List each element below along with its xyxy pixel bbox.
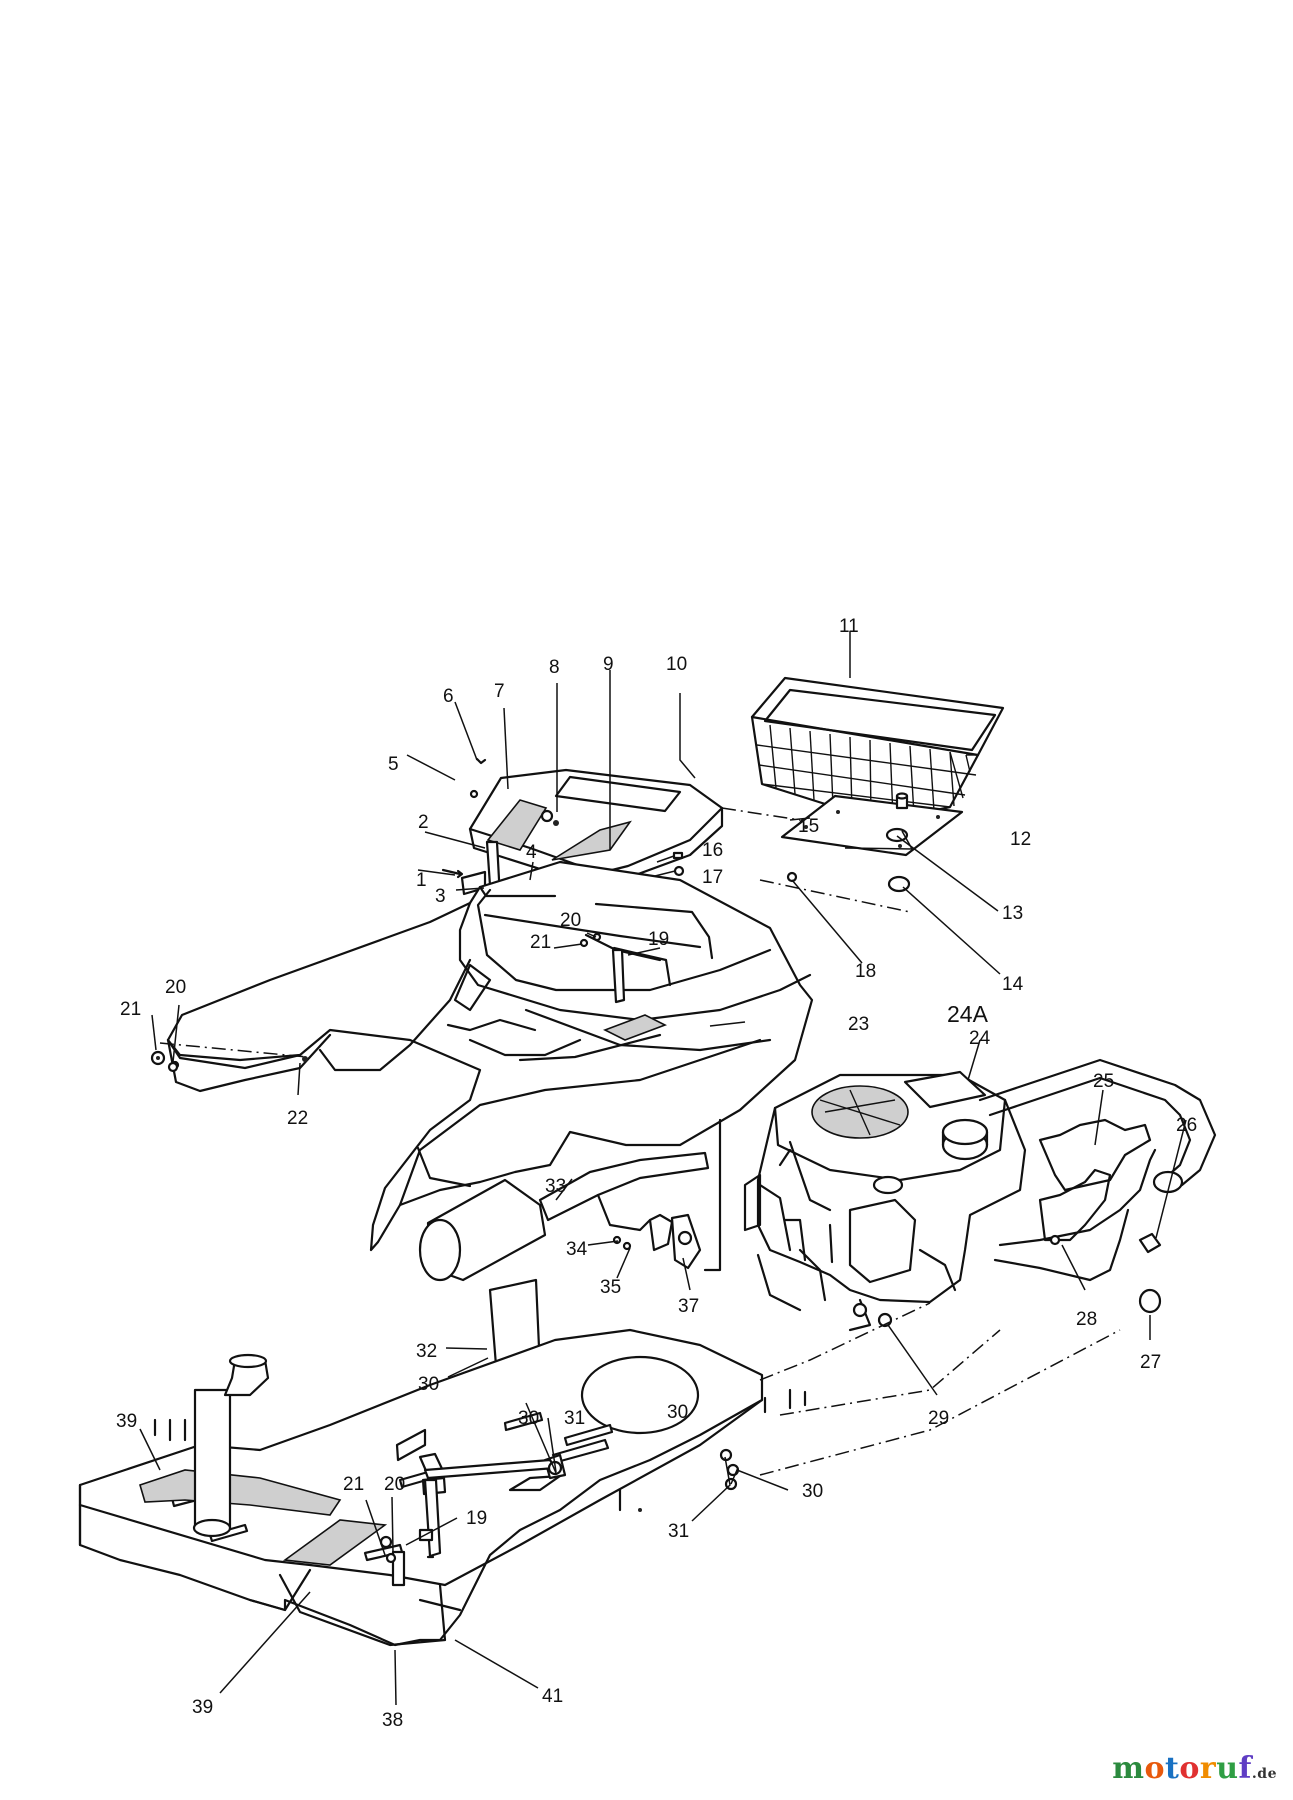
leader-lines <box>139 631 1187 1706</box>
callout-15: 15 <box>798 816 819 837</box>
mounting-plate <box>759 792 964 913</box>
callout-6: 6 <box>443 686 454 707</box>
callout-12: 12 <box>1010 829 1031 850</box>
exhaust-pipe <box>978 1058 1217 1314</box>
callout-5: 5 <box>388 754 399 775</box>
callout-20-left: 20 <box>165 977 186 998</box>
callout-24a: 24A <box>947 1001 989 1027</box>
callout-39-upper: 39 <box>116 1411 137 1432</box>
callout-27: 27 <box>1140 1352 1161 1373</box>
callout-21-upper: 21 <box>530 932 551 953</box>
callout-26: 26 <box>1176 1115 1197 1136</box>
callout-19-lower: 19 <box>466 1508 487 1529</box>
callout-29: 29 <box>928 1408 949 1429</box>
callout-labels: 1 2 3 4 5 6 7 8 9 10 11 12 13 14 15 16 1… <box>116 616 1197 1731</box>
callout-3: 3 <box>435 886 446 907</box>
callout-23: 23 <box>848 1014 869 1035</box>
callout-10: 10 <box>666 654 687 675</box>
callout-30-right: 30 <box>802 1481 823 1502</box>
callout-7: 7 <box>494 681 505 702</box>
callout-4: 4 <box>526 842 537 863</box>
callout-8: 8 <box>549 657 560 678</box>
callout-2: 2 <box>418 812 429 833</box>
callout-41: 41 <box>542 1686 563 1707</box>
chassis-frame <box>78 1302 1121 1647</box>
callout-20-lower: 20 <box>384 1474 405 1495</box>
callout-21-lower: 21 <box>343 1474 364 1495</box>
fender-body <box>150 860 814 1252</box>
callout-32: 32 <box>416 1341 437 1362</box>
callout-11: 11 <box>839 616 859 637</box>
logo-letter: u <box>1216 1751 1239 1786</box>
callout-30-frame: 30 <box>667 1402 688 1423</box>
callout-31-center: 31 <box>564 1408 585 1429</box>
callout-14: 14 <box>1002 974 1024 995</box>
callout-19-upper: 19 <box>648 929 669 950</box>
logo-letter: r <box>1199 1751 1217 1786</box>
callout-9: 9 <box>603 654 614 675</box>
callout-35: 35 <box>600 1277 621 1298</box>
callout-30-upper: 30 <box>418 1374 439 1395</box>
callout-34: 34 <box>566 1239 588 1260</box>
callout-1: 1 <box>416 870 427 891</box>
logo-letter: f <box>1238 1751 1252 1786</box>
engine <box>743 1070 1027 1332</box>
logo-letter: o <box>1179 1751 1200 1786</box>
callout-25: 25 <box>1093 1071 1114 1092</box>
callout-20-upper: 20 <box>560 910 581 931</box>
motoruf-logo: motoruf.de <box>1112 1751 1277 1786</box>
basket <box>750 676 1005 824</box>
callout-17: 17 <box>702 867 723 888</box>
callout-39-lower: 39 <box>192 1697 213 1718</box>
logo-letter: t <box>1165 1751 1180 1786</box>
callout-24: 24 <box>969 1028 991 1049</box>
callout-16: 16 <box>702 840 723 861</box>
callout-31-right: 31 <box>668 1521 689 1542</box>
callout-18: 18 <box>855 961 876 982</box>
logo-tld: .de <box>1251 1766 1277 1782</box>
logo-letter: o <box>1144 1751 1166 1786</box>
callout-22: 22 <box>287 1108 308 1129</box>
callout-13: 13 <box>1002 903 1023 924</box>
callout-38: 38 <box>382 1710 403 1731</box>
callout-33: 33 <box>545 1176 566 1197</box>
callout-37: 37 <box>678 1296 699 1317</box>
logo-letter: m <box>1112 1751 1145 1786</box>
seat-cover <box>468 768 801 890</box>
callout-28: 28 <box>1076 1309 1097 1330</box>
callout-21-left: 21 <box>120 999 141 1020</box>
callout-30-center: 30 <box>518 1408 539 1429</box>
